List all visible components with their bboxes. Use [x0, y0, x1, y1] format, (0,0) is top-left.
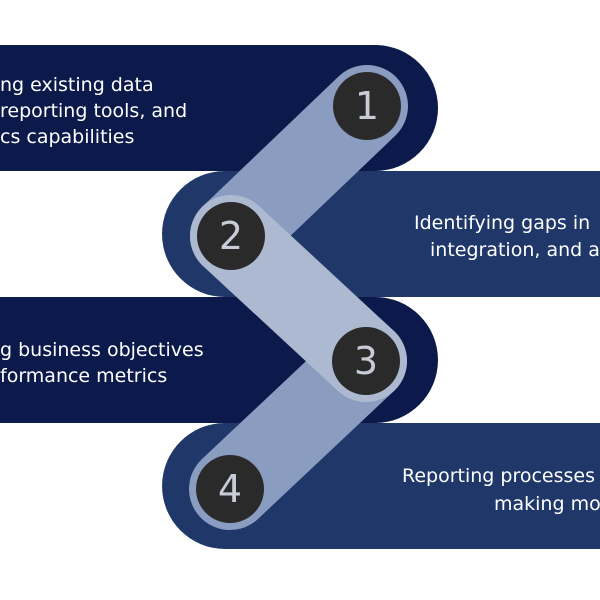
step-2-badge: 2	[197, 202, 265, 270]
step-4-badge: 4	[196, 455, 264, 523]
step-3-line-1: g business objectives	[0, 339, 204, 361]
step-3-badge-circle	[332, 327, 400, 395]
step-1-badge: 1	[333, 72, 401, 140]
step-2-number: 2	[219, 214, 243, 258]
step-4-line-1: Reporting processes	[402, 465, 595, 487]
step-3-text: g business objectives formance metrics	[0, 339, 210, 387]
step-1-text: ng existing data reporting tools, and cs…	[0, 74, 193, 148]
step-1-line-1: ng existing data	[0, 74, 154, 96]
step-1-line-3: cs capabilities	[0, 126, 134, 148]
step-4-badge-circle	[196, 455, 264, 523]
step-2-badge-circle	[197, 202, 265, 270]
step-4-number: 4	[218, 467, 242, 511]
step-2-text: Identifying gaps in integration, and a	[414, 212, 600, 261]
step-3-number: 3	[354, 339, 378, 383]
step-3-line-2: formance metrics	[0, 365, 167, 387]
step-1-line-2: reporting tools, and	[0, 100, 187, 122]
step-4-text: Reporting processes making mo	[402, 465, 600, 515]
step-4-line-2: making mo	[494, 493, 600, 515]
step-1-badge-circle	[333, 72, 401, 140]
step-2-line-1: Identifying gaps in	[414, 212, 590, 234]
step-3-badge: 3	[332, 327, 400, 395]
step-2-line-2: integration, and a	[430, 239, 600, 261]
step-1-number: 1	[355, 84, 379, 128]
